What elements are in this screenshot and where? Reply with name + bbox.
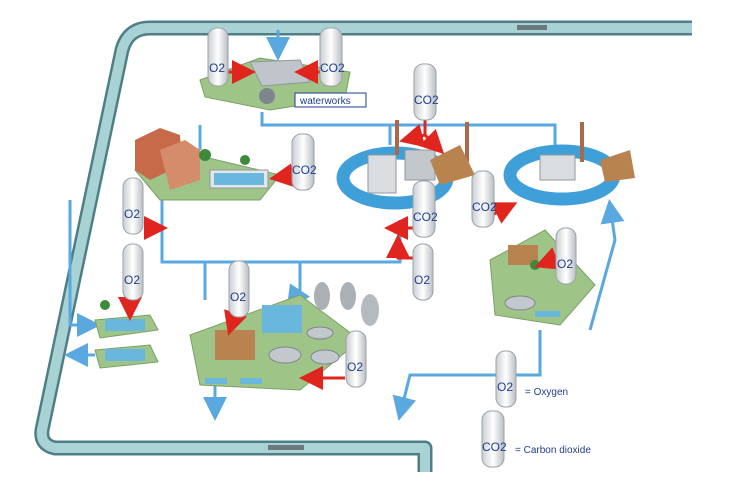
boat-bottom [268, 445, 304, 450]
tank-co2-village: CO2 [291, 133, 317, 191]
tank-label-co2: CO2 [292, 163, 317, 177]
legend-carbon-dioxide: = Carbon dioxide [515, 445, 591, 456]
legend-tank-co2: CO2 [481, 410, 507, 468]
tank-label-o2: O2 [124, 273, 140, 287]
tank-label-o2: O2 [124, 207, 140, 221]
tank-o2-industrial: O2 [555, 227, 577, 285]
fish-ponds [94, 300, 159, 369]
legend-tank-label-o2: O2 [497, 380, 513, 394]
boat-top [517, 25, 547, 30]
feed-co2-power [399, 120, 427, 148]
tank-label-co2: CO2 [472, 200, 497, 214]
tank-o2-sewage: O2 [228, 260, 250, 318]
tank-label-o2: O2 [209, 61, 225, 75]
tank-label-co2: CO2 [413, 210, 438, 224]
river [34, 20, 692, 472]
tank-co2-waterworks: CO2 [319, 27, 345, 87]
tank-o2-sewage-right: O2 [345, 330, 367, 388]
village [134, 128, 281, 201]
tank-o2-waterworks: O2 [207, 27, 229, 87]
tank-co2-power-top: CO2 [413, 63, 439, 121]
tank-o2-village: O2 [122, 177, 144, 235]
pipe-industrial-out [392, 330, 542, 421]
tank-co2-power-mid: CO2 [412, 180, 438, 238]
feed-o2-midloop [386, 234, 413, 260]
power-plant-2 [503, 122, 635, 206]
legend: O2 = Oxygen CO2 = Carbon dioxide [481, 350, 591, 468]
tank-label-co2: CO2 [320, 61, 345, 75]
tank-label-o2: O2 [414, 273, 430, 287]
gas-feed-arrows [118, 60, 562, 390]
pipe-to-fish-1 [68, 200, 101, 337]
feed-o2-industrial [534, 247, 562, 270]
gas-tanks: O2 CO2 CO2 CO2 O2 O2 CO2 O2 [122, 27, 577, 388]
tank-label-o2: O2 [347, 360, 363, 374]
tank-co2-industrial: CO2 [471, 170, 497, 228]
tank-label-o2: O2 [557, 257, 573, 271]
feed-co2-industrial [490, 202, 518, 224]
legend-oxygen: = Oxygen [525, 387, 568, 398]
feed-co2-power-2 [418, 128, 445, 155]
industrial-plant [489, 229, 596, 326]
water-pipes [64, 30, 625, 421]
tank-label-co2: CO2 [414, 93, 439, 107]
tank-label-o2: O2 [230, 290, 246, 304]
waterworks-label: waterworks [299, 96, 351, 107]
legend-tank-o2: O2 [495, 350, 517, 408]
pipe-industrial-loop [588, 199, 625, 331]
tank-o2-power-low: O2 [412, 243, 434, 301]
legend-tank-label-co2: CO2 [482, 440, 507, 454]
tank-o2-fish: O2 [122, 243, 144, 301]
power-plant-1 [336, 120, 475, 210]
